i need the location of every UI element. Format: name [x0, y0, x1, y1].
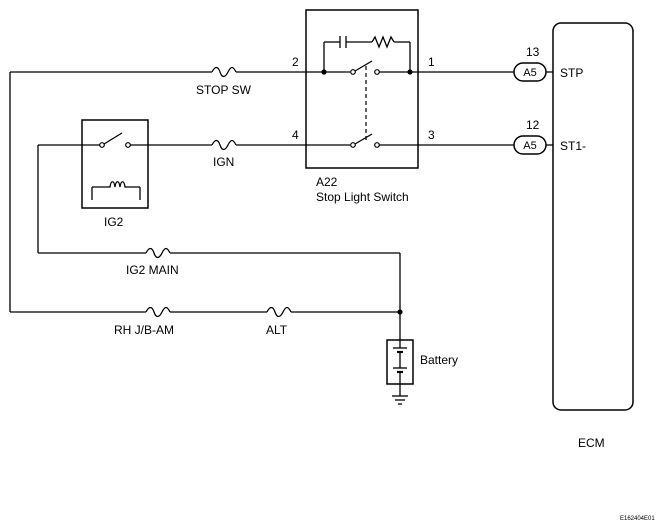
pin-13: 13: [526, 45, 540, 59]
stop-light-switch-box: [305, 9, 419, 169]
ig2-contact-left: [99, 142, 105, 148]
pin-1: 1: [428, 55, 435, 69]
stop-light-switch: 2 1 4 3 A22 Stop Light Switch: [292, 9, 435, 204]
fuse-rh-jb-am: [145, 306, 171, 318]
ig2-contact-right: [125, 142, 131, 148]
resistor: [371, 35, 395, 49]
connector-st1: A5 12: [513, 118, 547, 155]
ecm-terminal-stp: STP: [560, 66, 583, 80]
fuse-ig2-main: [145, 247, 171, 259]
ig2-relay-box: [81, 119, 149, 209]
switch-name: Stop Light Switch: [316, 190, 409, 204]
fuse-alt: [266, 306, 292, 318]
upper-switch-contact-left: [350, 69, 356, 75]
label-ign: IGN: [213, 155, 234, 169]
connector-stp: A5 13: [513, 45, 547, 82]
ecm-label: ECM: [578, 436, 605, 450]
junction-dot: [397, 309, 403, 315]
wires: [9, 71, 553, 340]
fuses: [145, 66, 292, 318]
lower-switch-contact-right: [374, 142, 380, 148]
lower-switch-arm: [354, 133, 373, 145]
ecm-box: [552, 22, 634, 411]
label-alt: ALT: [266, 323, 288, 337]
switch-code: A22: [316, 175, 338, 189]
lower-switch-contact-left: [350, 142, 356, 148]
pin-2: 2: [292, 55, 299, 69]
connector-a5-label: A5: [523, 140, 536, 152]
pin-12: 12: [526, 118, 540, 132]
battery: Battery: [386, 339, 458, 385]
ig2-label: IG2: [104, 215, 124, 229]
connector-a5-label: A5: [523, 67, 536, 79]
ecm-terminal-st1: ST1-: [560, 139, 586, 153]
pin-3: 3: [428, 128, 435, 142]
label-ig2-main: IG2 MAIN: [126, 263, 179, 277]
figure-id: E162404E01: [620, 516, 655, 522]
connector-a5-stp: [513, 62, 547, 82]
ground-symbol: [392, 384, 408, 405]
connector-a5-st1: [513, 135, 547, 155]
ig2-relay: IG2: [81, 119, 149, 229]
pin-4: 4: [292, 128, 299, 142]
upper-switch-contact-right: [374, 69, 380, 75]
fuse-stop-sw: [211, 66, 237, 78]
label-rh-jb-am: RH J/B-AM: [114, 323, 174, 337]
upper-switch-arm: [354, 60, 373, 72]
ecm: STP ST1- ECM: [552, 22, 634, 450]
ig2-contact-arm: [103, 132, 123, 145]
fuse-ign: [211, 139, 237, 151]
battery-label: Battery: [420, 353, 458, 367]
label-stop-sw: STOP SW: [196, 83, 252, 97]
ig2-coil: [92, 181, 140, 188]
